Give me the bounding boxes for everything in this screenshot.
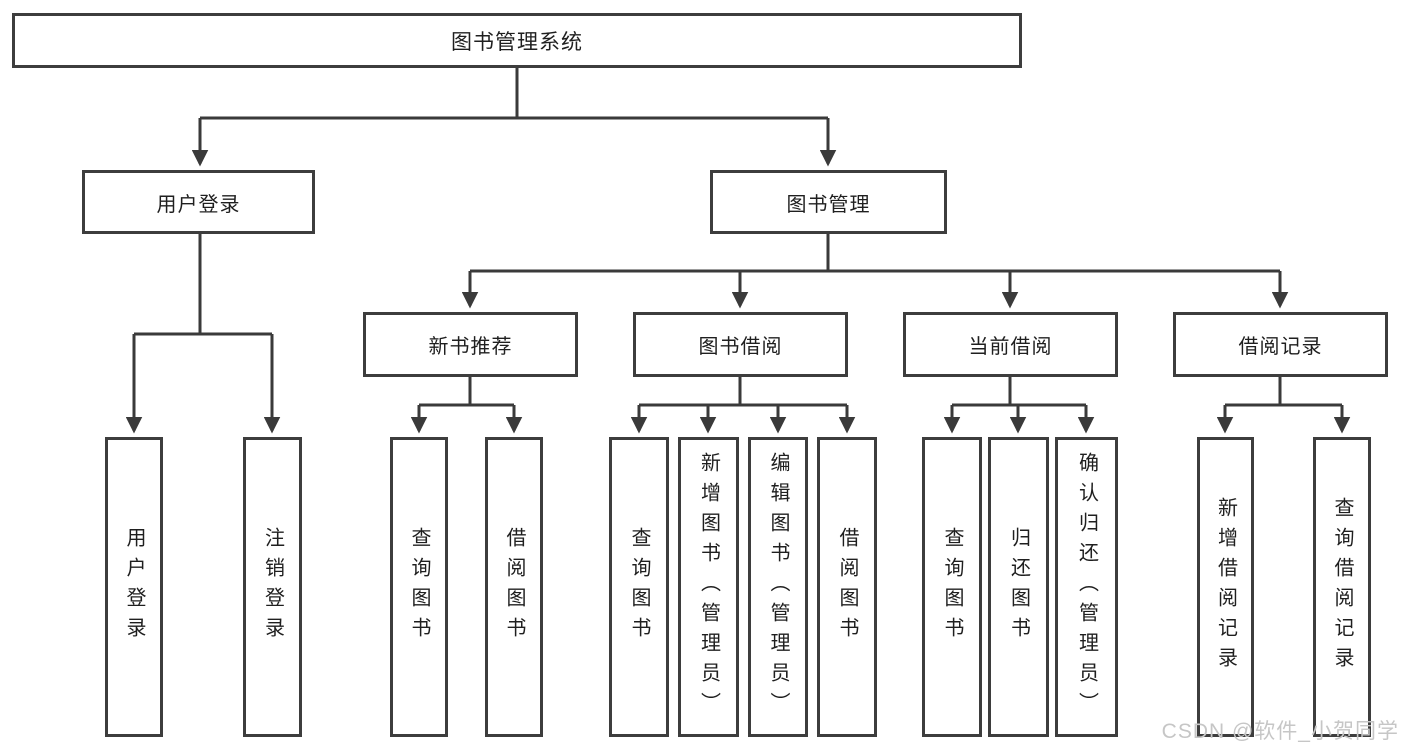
leaf-borrow-add-books-admin: 新增图书（管理员）	[678, 437, 739, 737]
leaf-user-login: 用户登录	[105, 437, 163, 737]
leaf-newrec-query-books: 查询图书	[390, 437, 448, 737]
leaf-records-query-record: 查询借阅记录	[1313, 437, 1371, 737]
leaf-current-query-books: 查询图书	[922, 437, 982, 737]
leaf-records-add-record: 新增借阅记录	[1197, 437, 1254, 737]
node-borrow-records: 借阅记录	[1173, 312, 1388, 377]
node-library-management-system: 图书管理系统	[12, 13, 1022, 68]
node-book-borrow: 图书借阅	[633, 312, 848, 377]
leaf-borrow-query-books: 查询图书	[609, 437, 669, 737]
leaf-borrow-edit-books-admin: 编辑图书（管理员）	[748, 437, 808, 737]
leaf-logout: 注销登录	[243, 437, 302, 737]
leaf-newrec-borrow-books: 借阅图书	[485, 437, 543, 737]
leaf-current-confirm-return-admin: 确认归还（管理员）	[1055, 437, 1118, 737]
node-user-login: 用户登录	[82, 170, 315, 234]
node-current-borrow: 当前借阅	[903, 312, 1118, 377]
leaf-borrow-borrow-books: 借阅图书	[817, 437, 877, 737]
node-new-book-recommend: 新书推荐	[363, 312, 578, 377]
csdn-watermark: CSDN @软件_小贺同学	[1161, 720, 1399, 743]
leaf-current-return-books: 归还图书	[988, 437, 1049, 737]
node-book-management: 图书管理	[710, 170, 947, 234]
